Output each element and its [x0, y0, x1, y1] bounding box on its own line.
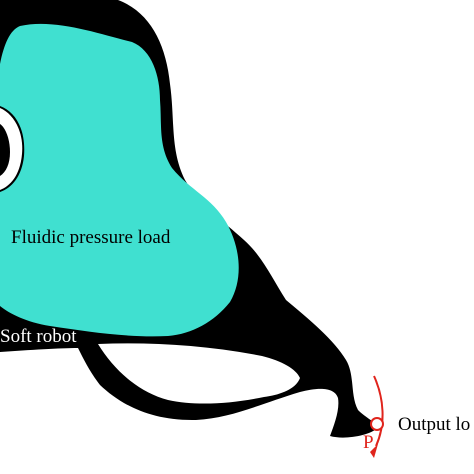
output-point-marker [370, 417, 384, 431]
point-label: P [363, 432, 374, 453]
output-label: Output lo [398, 414, 470, 435]
fluid-label: Fluidic pressure load [11, 227, 171, 248]
robot-void [98, 343, 300, 404]
output-arrow-arc [373, 375, 384, 447]
robot-left-ring [0, 124, 10, 176]
fluid-chamber [0, 23, 239, 337]
robot-label: Soft robot [0, 326, 77, 347]
output-arrow-head [370, 444, 378, 458]
